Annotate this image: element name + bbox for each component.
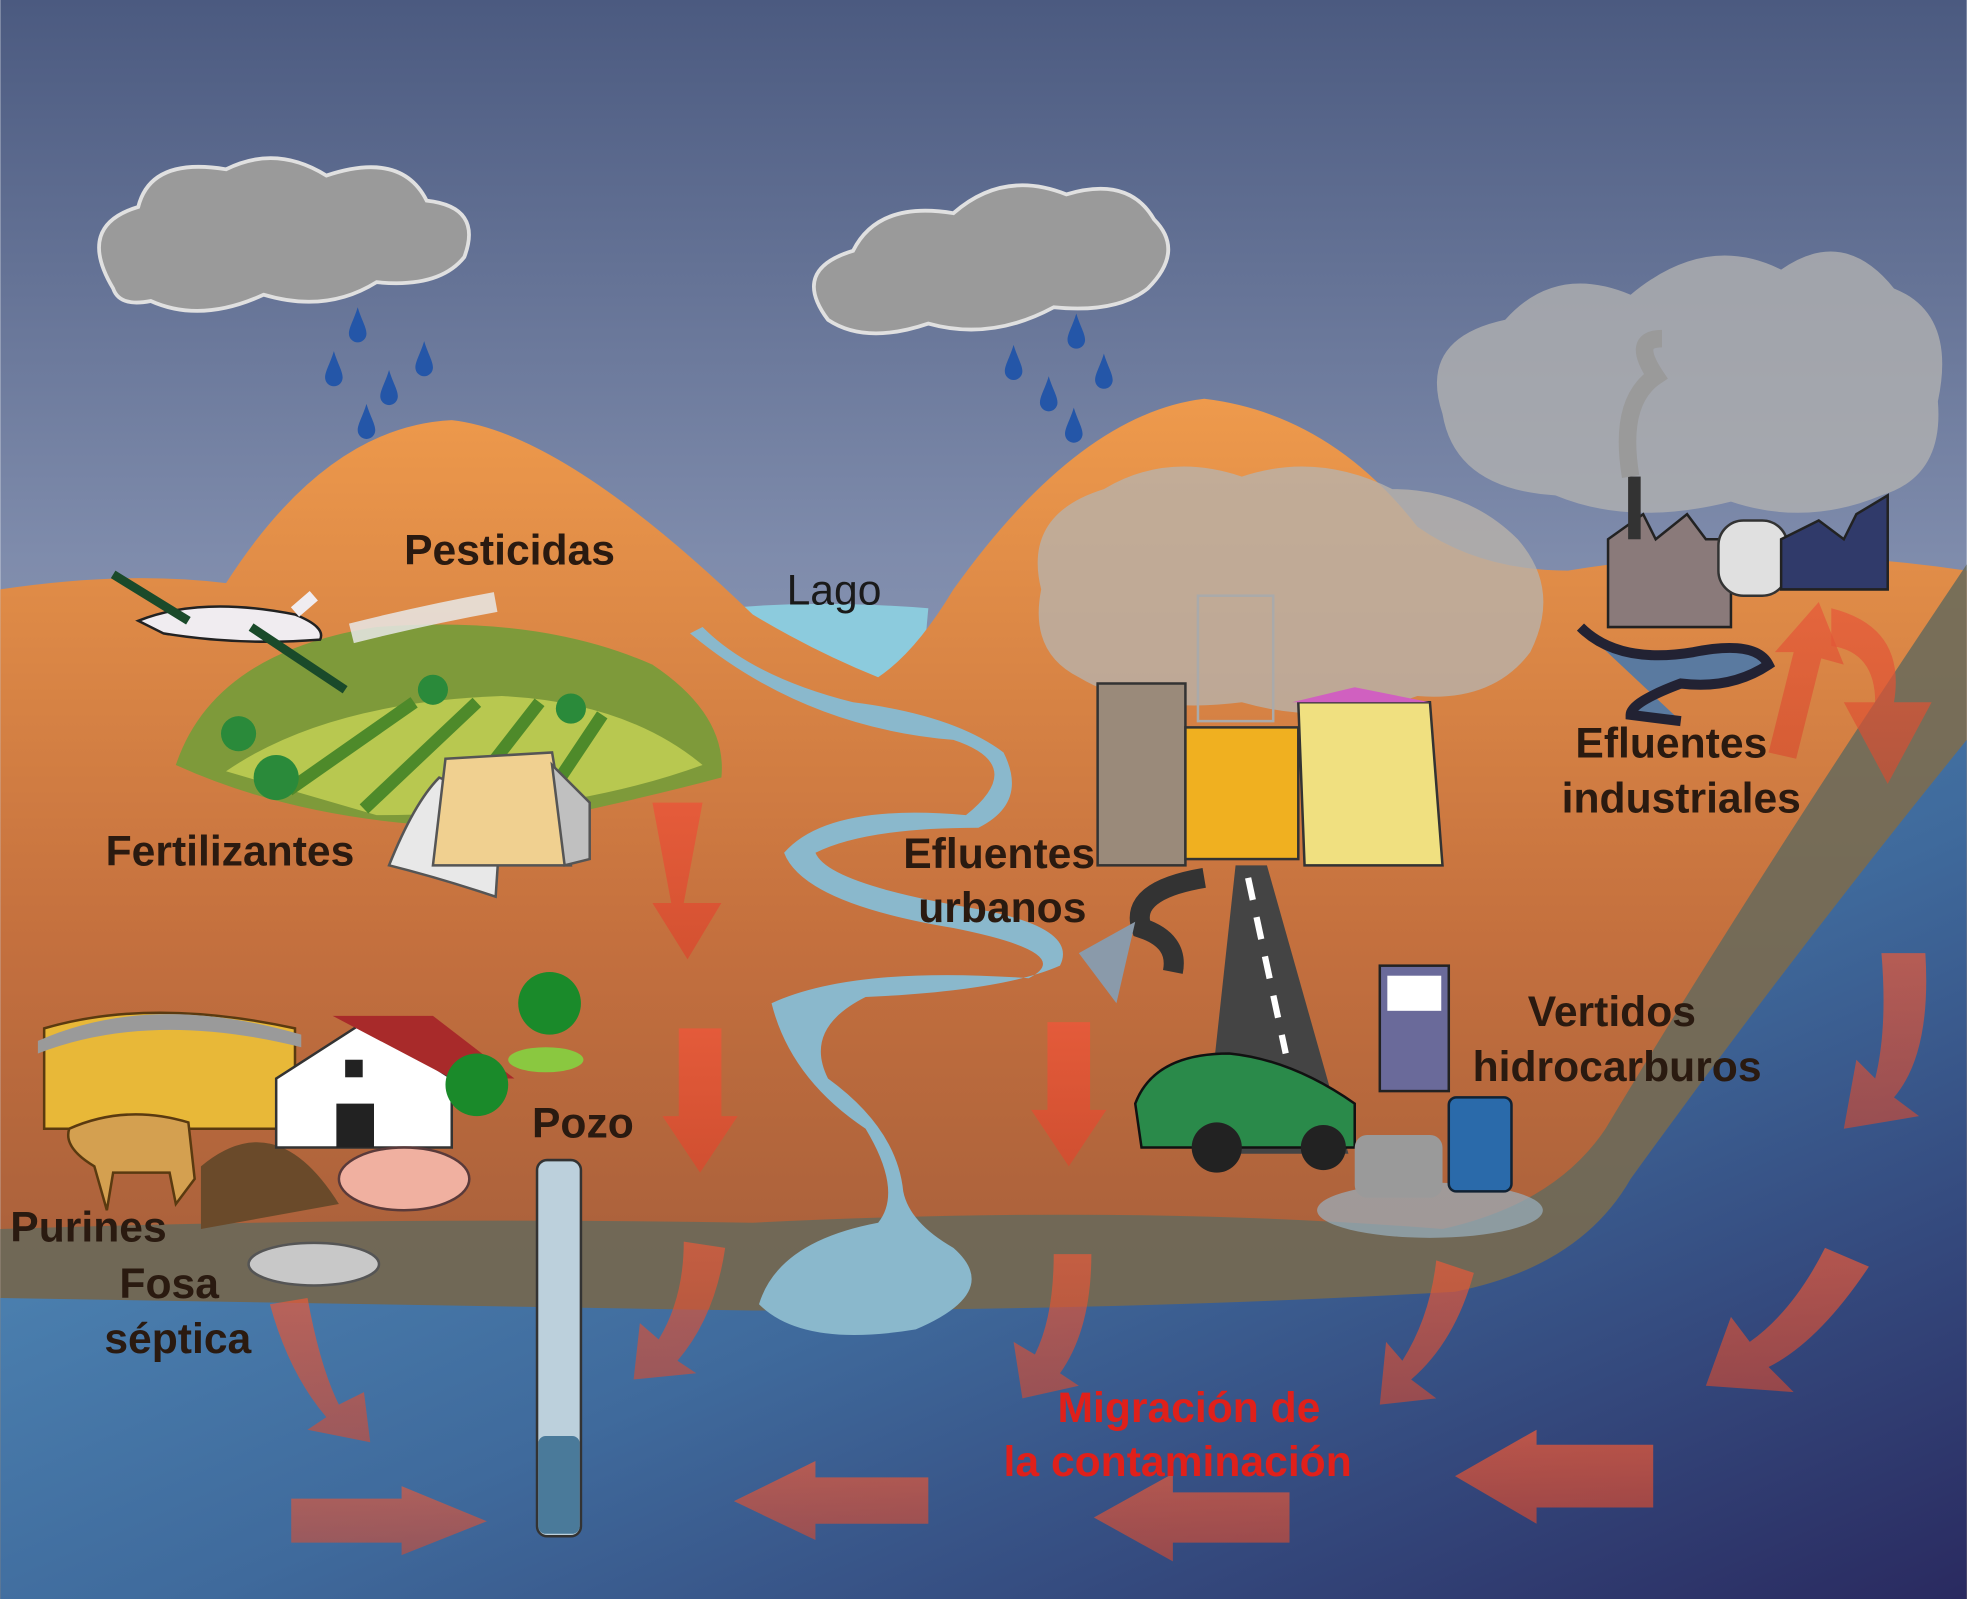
arrow-flow-left-3 (1455, 1429, 1654, 1524)
cloud-middle (812, 183, 1171, 336)
well-icon (535, 1158, 583, 1538)
smog-cloud-right (1436, 251, 1943, 513)
river (690, 627, 1063, 1336)
label-urban-effluents-line2: urbanos (918, 884, 1086, 932)
arrow-flow-left-1 (733, 1461, 929, 1541)
arrow-urban-aquifer (1013, 1254, 1092, 1399)
smog-cloud-city (1037, 466, 1544, 714)
arrow-right-slope-lower (1705, 1247, 1869, 1393)
label-migration-line2: la contaminación (1004, 1438, 1352, 1486)
label-slurry: Purines (10, 1204, 166, 1252)
factory-icon (1576, 329, 1889, 727)
arrow-industrial-down (1831, 608, 1932, 784)
crop-duster-airplane-icon (110, 570, 498, 694)
farm-fields (175, 624, 722, 828)
arrow-septic-aquifer (269, 1298, 371, 1443)
aquifer (0, 739, 1967, 1599)
arrow-fertilizer-down (652, 802, 722, 960)
label-migration-line1: Migración de (1057, 1384, 1320, 1432)
arrow-right-slope (1843, 953, 1927, 1129)
barn-and-livestock (37, 971, 584, 1287)
label-industrial-effluents-line1: Efluentes (1575, 719, 1767, 767)
label-hydrocarbon-spills-line1: Vertidos (1528, 988, 1696, 1036)
label-industrial-effluents-line2: industriales (1562, 775, 1801, 823)
arrow-industrial-up (1768, 601, 1844, 759)
arrow-hydrocarbon-down (1379, 1260, 1474, 1405)
arrow-flow-right-to-well (291, 1486, 487, 1556)
arrow-farm-aquifer (633, 1241, 726, 1380)
label-hydrocarbon-spills-line2: hidrocarburos (1473, 1043, 1762, 1091)
label-lake: Lago (787, 566, 882, 614)
arrow-flow-left-2 (1093, 1473, 1290, 1562)
car-gas-pump-barrels (1133, 964, 1543, 1238)
label-pesticides: Pesticidas (404, 526, 615, 574)
contamination-arrows (269, 601, 1932, 1562)
label-septic-line1: Fosa (119, 1260, 219, 1308)
label-urban-effluents-line1: Efluentes (903, 830, 1095, 878)
label-well: Pozo (532, 1099, 634, 1147)
label-fertilizers: Fertilizantes (106, 827, 355, 875)
label-septic-line2: séptica (104, 1315, 251, 1363)
fertilizer-sacks-icon (387, 751, 591, 899)
cloud-left (97, 156, 471, 313)
